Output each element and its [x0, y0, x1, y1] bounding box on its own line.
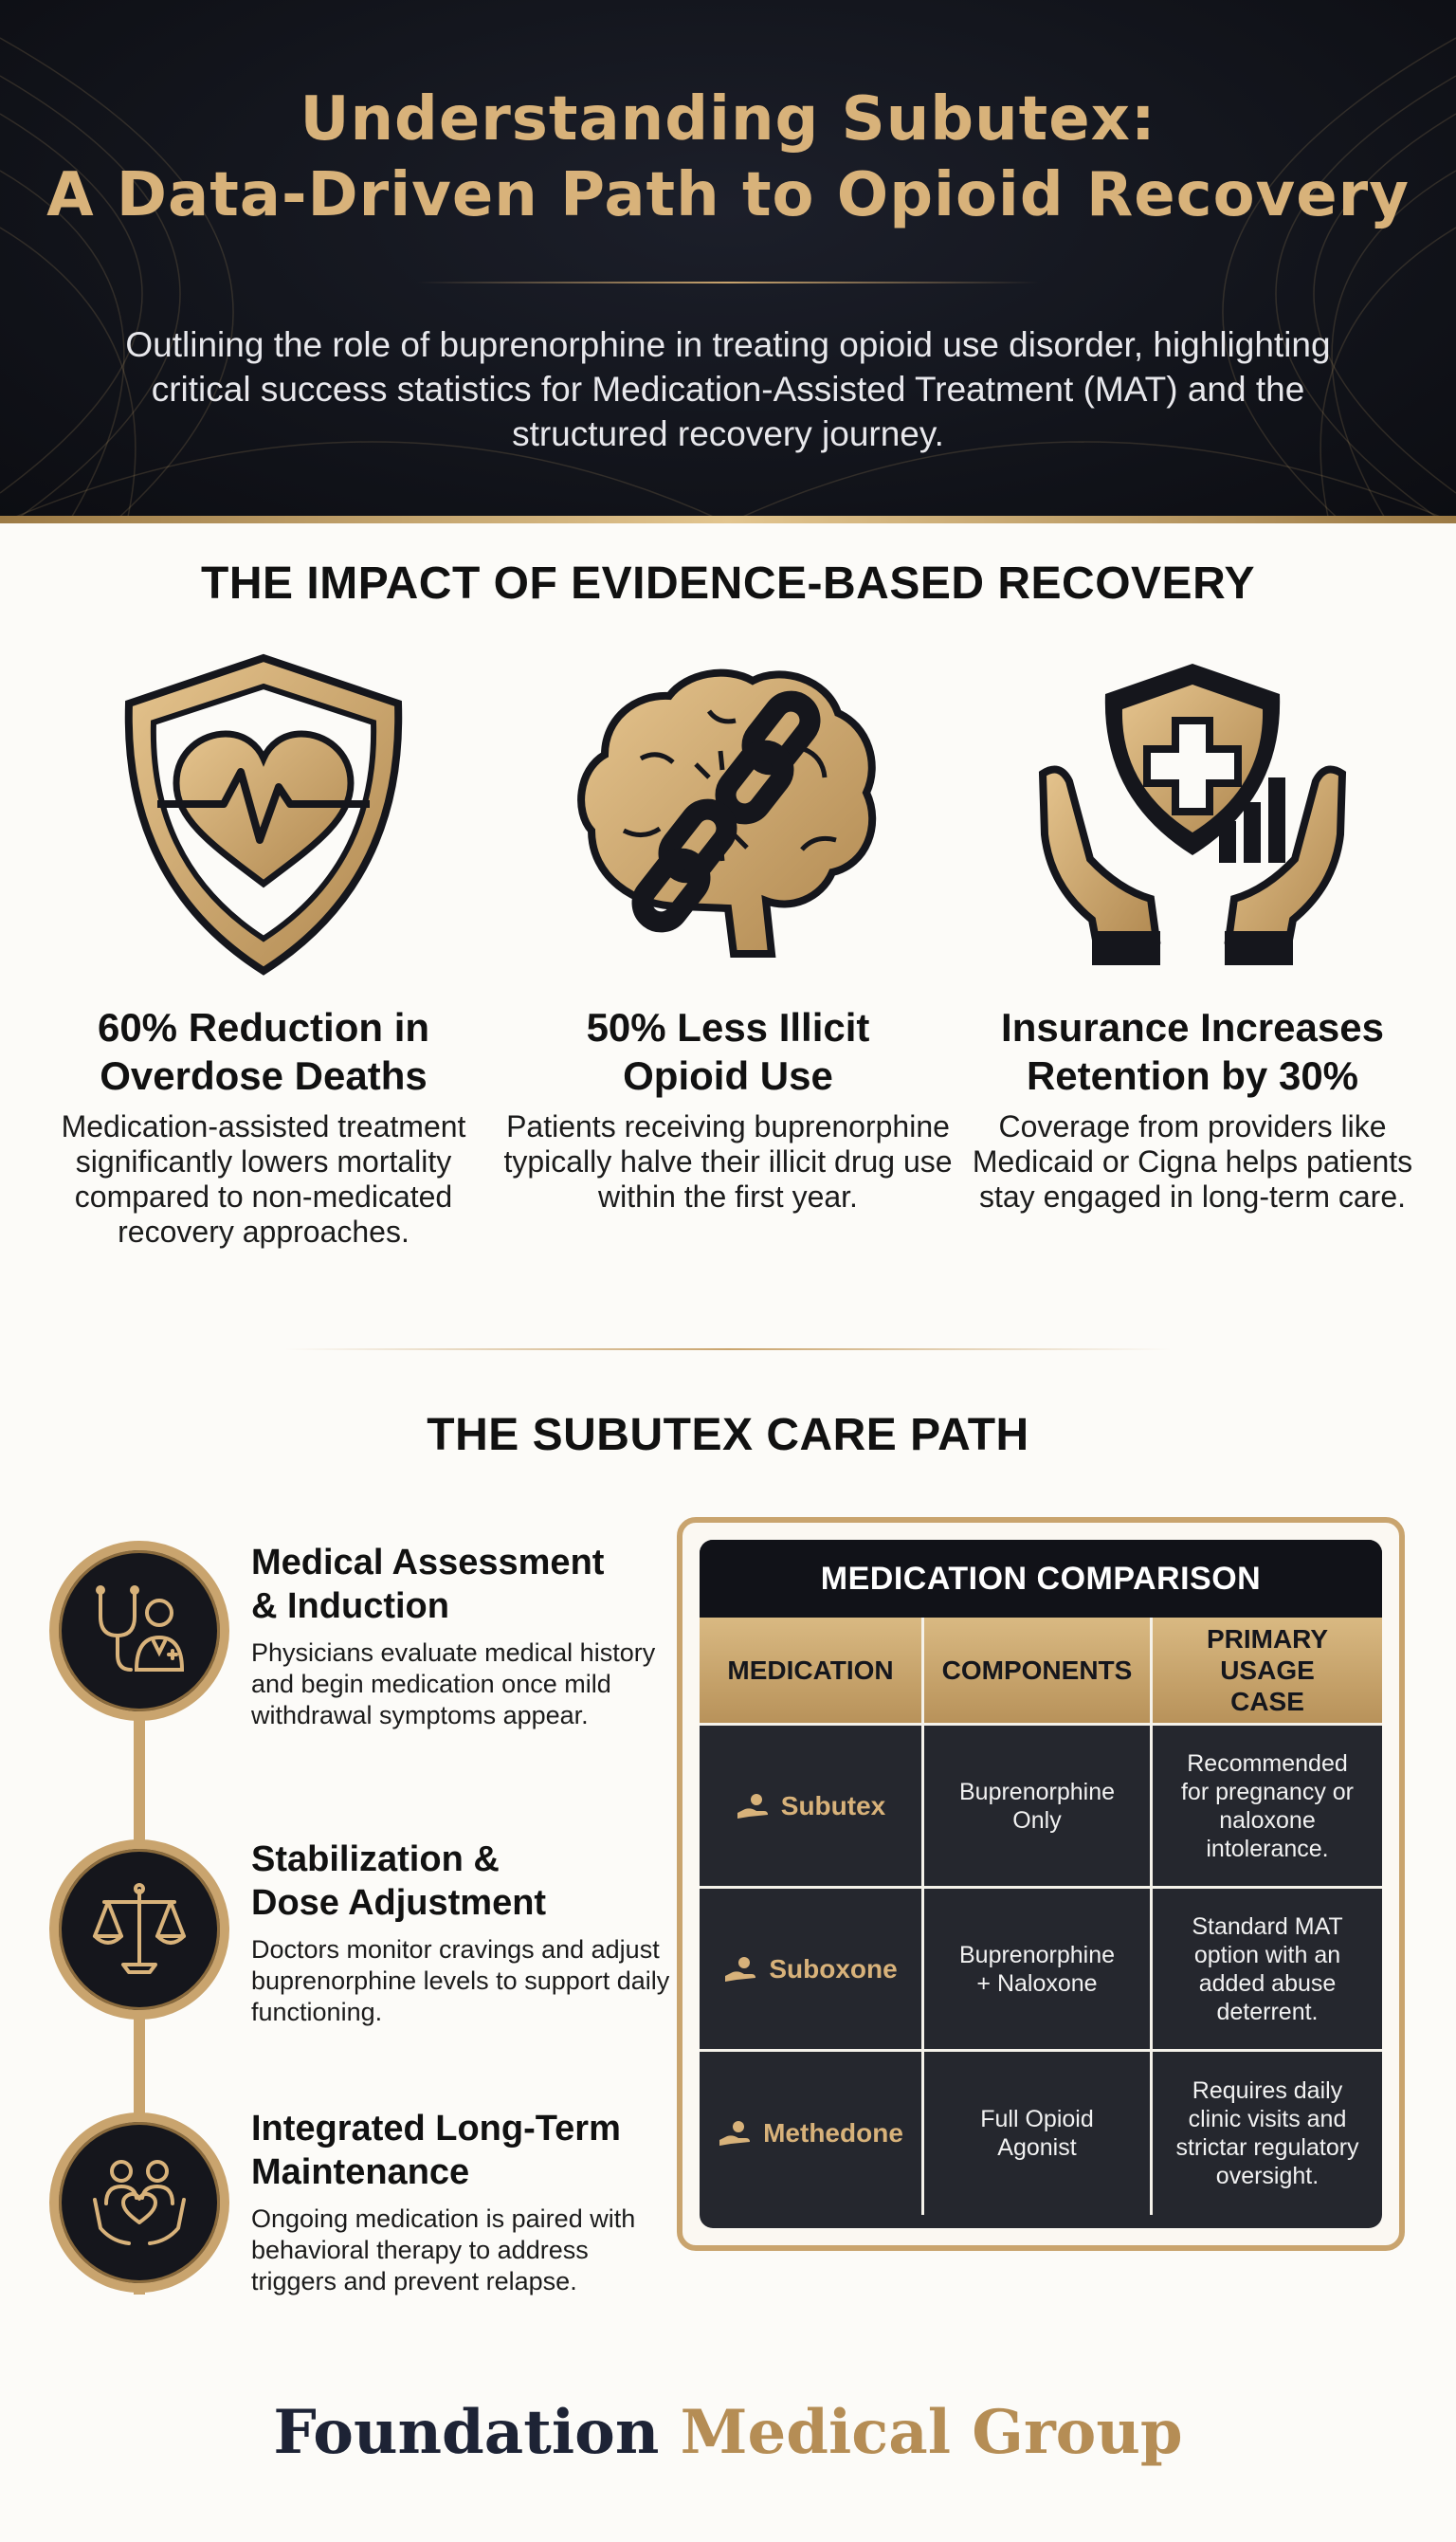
- table-header-cell: PRIMARY USAGE CASE: [1153, 1618, 1382, 1726]
- step-stabilization: Stabilization & Dose Adjustment Doctors …: [251, 1838, 678, 2028]
- table-cell: Buprenorphine + Naloxone: [924, 1889, 1153, 2052]
- table-header-cell: COMPONENTS: [924, 1618, 1153, 1726]
- table-row: Methedone Full Opioid Agonist Requires d…: [700, 2052, 1382, 2215]
- step-heading: Integrated Long-Term: [251, 2109, 621, 2149]
- step-circle-stabilization: [49, 1839, 229, 2020]
- table-cell: Suboxone: [700, 1889, 924, 2052]
- medication-name: Methedone: [763, 2118, 903, 2148]
- hand-coin-icon: [725, 1956, 756, 1982]
- header-gold-bar: [0, 516, 1456, 523]
- table-cell: Methedone: [700, 2052, 924, 2215]
- scales-icon: [93, 1883, 186, 1974]
- header-banner: Understanding Subutex: A Data-Driven Pat…: [0, 0, 1456, 523]
- title-divider: [417, 282, 1039, 283]
- step-assessment: Medical Assessment & Induction Physician…: [251, 1541, 678, 1731]
- hand-coin-icon: [719, 2121, 751, 2146]
- stat-body: Coverage from providers like Medicaid or…: [972, 1109, 1413, 1214]
- stat-body: Patients receiving buprenorphine typical…: [503, 1109, 953, 1214]
- table-row: Suboxone Buprenorphine + Naloxone Standa…: [700, 1889, 1382, 2052]
- medication-name: Suboxone: [769, 1953, 898, 1984]
- care-path-section-title: THE SUBUTEX CARE PATH: [427, 1410, 1029, 1460]
- step-circle-assessment: [49, 1541, 229, 1721]
- table-cell: Standard MAT option with an added abuse …: [1153, 1889, 1382, 2052]
- stat-heading: 50% Less Illicit: [586, 1005, 870, 1050]
- table-header-cell: MEDICATION: [700, 1618, 924, 1726]
- impact-section-title: THE IMPACT OF EVIDENCE-BASED RECOVERY: [201, 558, 1255, 609]
- medication-comparison-table: MEDICATION COMPARISON MEDICATION COMPONE…: [700, 1540, 1382, 2228]
- stat-card-illicit-use: 50% Less Illicit Opioid Use Patients rec…: [500, 645, 956, 1215]
- step-heading: & Induction: [251, 1586, 449, 1626]
- stat-card-insurance: Insurance Increases Retention by 30% Cov…: [965, 645, 1420, 1215]
- shield-heart-icon: [124, 653, 403, 976]
- step-body: Doctors monitor cravings and adjust bupr…: [251, 1935, 670, 2026]
- step-heading: Maintenance: [251, 2152, 470, 2192]
- table-title: MEDICATION COMPARISON: [700, 1540, 1382, 1618]
- page-title-line2: A Data-Driven Path to Opioid Recovery: [46, 160, 1410, 230]
- people-heart-hands-icon: [93, 2160, 186, 2245]
- brand-name-part1: Foundation: [273, 2397, 660, 2468]
- table-cell: Requires daily clinic visits and stricta…: [1175, 2077, 1359, 2189]
- table-header-row: MEDICATION COMPONENTS PRIMARY USAGE CASE: [700, 1618, 1382, 1726]
- step-body: Ongoing medication is paired with behavi…: [251, 2204, 636, 2295]
- decorative-lines: [0, 37, 1456, 523]
- hands-shield-chart-icon: [1038, 664, 1347, 965]
- hand-coin-icon: [737, 1793, 768, 1819]
- table-cell: Full Opioid Agonist: [924, 2052, 1153, 2215]
- stat-heading: Opioid Use: [623, 1053, 833, 1098]
- step-body: Physicians evaluate medical history and …: [251, 1638, 656, 1729]
- brain-broken-chain-icon: [577, 668, 877, 958]
- step-heading: Dose Adjustment: [251, 1883, 547, 1923]
- stethoscope-doctor-icon: [96, 1585, 185, 1672]
- medication-comparison-card: MEDICATION COMPARISON MEDICATION COMPONE…: [677, 1517, 1405, 2251]
- stat-card-overdose: 60% Reduction in Overdose Deaths Medicat…: [36, 645, 491, 1250]
- section-divider: [284, 1348, 1172, 1350]
- step-maintenance: Integrated Long-Term Maintenance Ongoing…: [251, 2107, 678, 2297]
- page-subtitle: Outlining the role of buprenorphine in t…: [125, 325, 1331, 453]
- stat-heading: Overdose Deaths: [100, 1053, 428, 1098]
- table-cell: Buprenorphine Only: [924, 1726, 1153, 1889]
- brand-name-part2: Medical Group: [680, 2397, 1183, 2468]
- stat-body: Medication-assisted treatment significan…: [61, 1109, 466, 1249]
- stat-heading: 60% Reduction in: [97, 1005, 430, 1050]
- footer-brand: Foundation Medical Group: [0, 2397, 1456, 2468]
- step-heading: Stabilization &: [251, 1839, 500, 1879]
- stat-heading: Retention by 30%: [1026, 1053, 1359, 1098]
- table-cell: Subutex: [700, 1726, 924, 1889]
- medication-name: Subutex: [780, 1790, 886, 1820]
- table-cell: Recommended for pregnancy or naloxone in…: [1153, 1726, 1382, 1889]
- stat-heading: Insurance Increases: [1001, 1005, 1384, 1050]
- table-row: Subutex Buprenorphine Only Recommended f…: [700, 1726, 1382, 1889]
- step-circle-maintenance: [49, 2112, 229, 2293]
- step-heading: Medical Assessment: [251, 1543, 605, 1582]
- page-title-line1: Understanding Subutex:: [300, 84, 1156, 155]
